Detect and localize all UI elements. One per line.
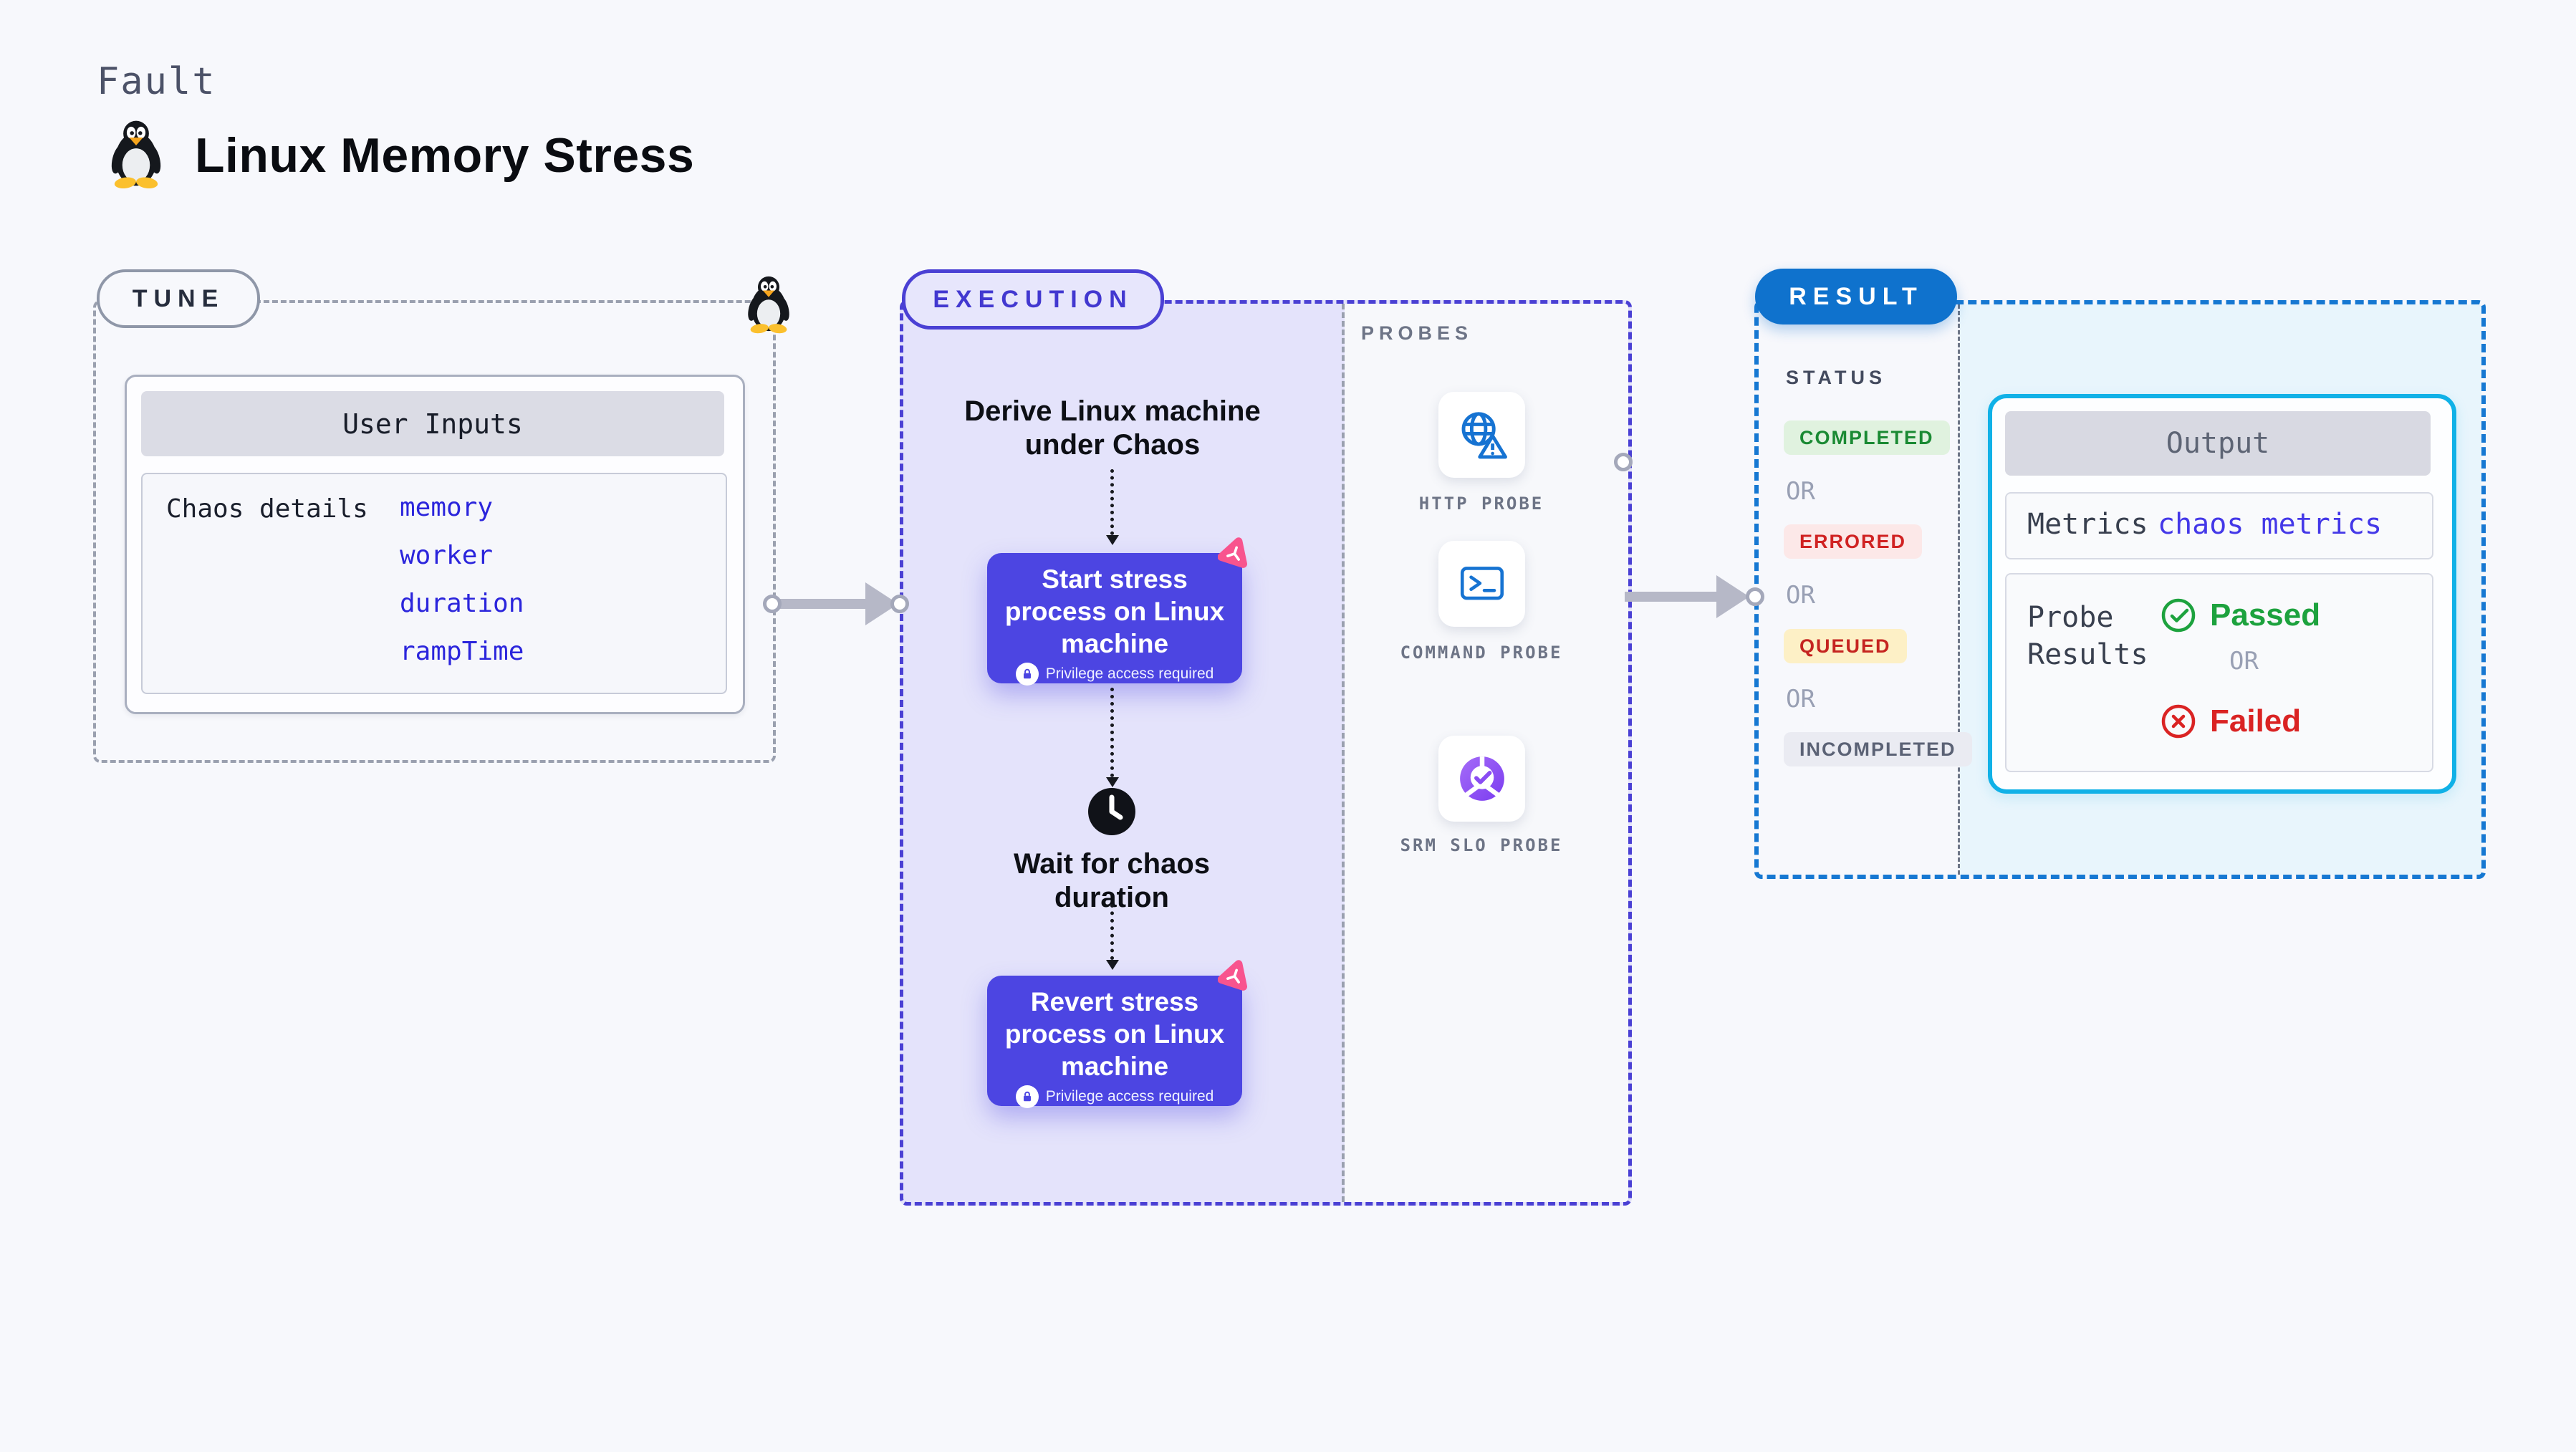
probe-label-command: COMMAND PROBE [1400,643,1563,663]
metrics-value[interactable]: chaos metrics [2158,508,2383,541]
failed-label: Failed [2210,703,2302,739]
probe-label-http: HTTP PROBE [1418,494,1544,514]
flow-arrowhead [1106,960,1119,970]
flow-arrowhead [1106,777,1119,787]
status-badge-incompleted[interactable]: INCOMPLETED [1784,732,1972,766]
page-title: Linux Memory Stress [195,128,695,183]
execution-to-result-arrow [1625,592,1716,602]
status-badge-errored[interactable]: ERRORED [1784,524,1923,559]
step-caption: Privilege access required [1045,665,1214,682]
or-separator: OR [1786,581,1815,610]
step-title: Start stress process on Linux machine [1004,564,1225,658]
tab-result[interactable]: RESULT [1755,269,1957,324]
chaos-details-label: Chaos details [166,494,368,524]
metrics-row [2005,492,2433,559]
x-circle-icon [2161,704,2196,739]
probe-card-http[interactable] [1438,392,1525,478]
connector-dot [763,595,782,613]
or-separator: OR [2229,647,2259,675]
terminal-icon [1460,567,1504,600]
input-value-ramptime[interactable]: rampTime [400,637,524,666]
chaos-icon [1218,960,1248,991]
probe-card-srm-slo[interactable] [1438,736,1525,822]
fault-category-label: Fault [97,60,216,103]
connector-dot [890,595,909,613]
result-divider [1958,304,1960,875]
user-inputs-body [141,473,727,694]
connector-dot [1746,587,1764,606]
metrics-label: Metrics [2027,508,2148,541]
probes-divider [1342,304,1345,1202]
status-heading: STATUS [1786,367,1886,388]
output-title: Output [2005,411,2431,476]
tune-section-box [93,300,776,763]
user-inputs-title: User Inputs [141,391,724,456]
flow-connector [1110,688,1114,777]
step-title: Revert stress process on Linux machine [1004,987,1225,1081]
slo-pie-icon [1459,756,1504,801]
probe-results-label: Probe Results [2027,601,2148,671]
execution-to-result-arrowhead [1716,575,1749,618]
flow-connector [1110,904,1114,960]
derive-step-text: Derive Linux machine under Chaos [964,395,1261,461]
or-separator: OR [1786,477,1815,506]
passed-label: Passed [2210,597,2321,633]
probe-results-row [2005,573,2433,772]
connector-dot [1614,453,1633,471]
input-value-duration[interactable]: duration [400,589,524,618]
tab-execution[interactable]: EXECUTION [902,269,1164,330]
flow-arrowhead [1106,535,1119,545]
tune-to-execution-arrow [772,599,865,609]
tab-tune[interactable]: TUNE [97,269,260,328]
probes-heading: PROBES [1361,322,1474,344]
probe-card-command[interactable] [1438,541,1525,627]
tux-penguin-icon [111,120,161,189]
input-value-memory[interactable]: memory [400,493,494,522]
flow-connector [1110,469,1114,535]
chaos-icon [1218,537,1248,568]
step-revert-stress[interactable]: Revert stress process on Linux machine P… [987,976,1242,1108]
check-circle-icon [2161,598,2196,633]
probe-label-srm-slo: SRM SLO PROBE [1400,835,1563,855]
globe-warning-icon [1461,412,1507,459]
wait-step-text: Wait for chaos duration [1013,848,1211,913]
lock-icon [1015,663,1039,686]
lock-icon [1015,1085,1039,1108]
status-badge-queued[interactable]: QUEUED [1784,629,1907,663]
input-value-worker[interactable]: worker [400,541,494,570]
clock-icon [1088,788,1135,835]
step-caption: Privilege access required [1045,1088,1214,1105]
tux-penguin-icon-small [748,276,789,334]
step-start-stress[interactable]: Start stress process on Linux machine Pr… [987,553,1242,686]
or-separator: OR [1786,685,1815,713]
status-badge-completed[interactable]: COMPLETED [1784,420,1950,455]
